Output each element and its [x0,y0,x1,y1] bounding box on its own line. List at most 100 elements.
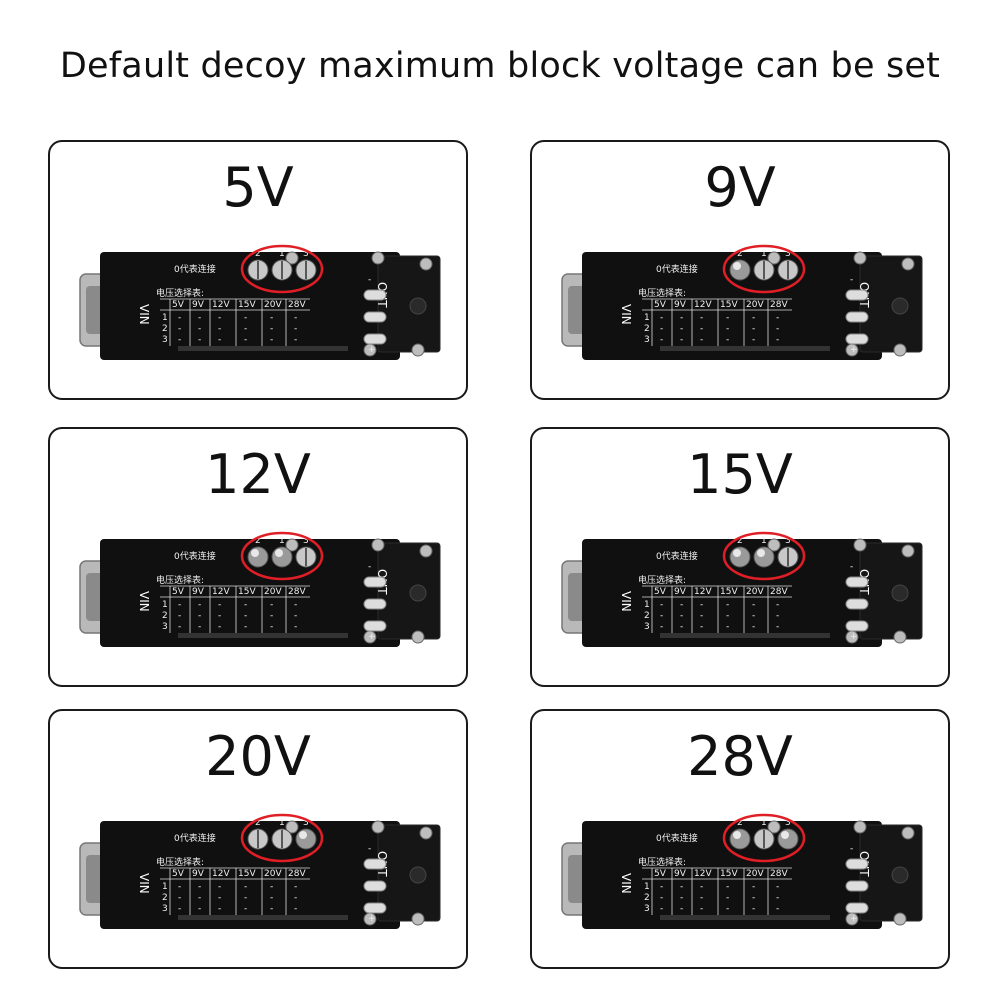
table-column-header: 20V [746,300,764,310]
table-cell: - [680,324,683,334]
table-row-label: 3 [644,622,650,632]
screw-icon [767,820,781,834]
pad-number: 1 [279,536,285,546]
pcb-body [582,821,882,929]
table-column-header: 5V [172,300,185,310]
solder-pad-bridged [729,546,751,568]
table-column-header: 15V [238,300,256,310]
output-pad [845,902,869,914]
voltage-label: 20V [205,725,311,788]
table-cell: - [660,313,663,323]
output-pad [363,858,387,870]
screw-icon [893,343,907,357]
output-pad [363,902,387,914]
table-cell: - [660,335,663,345]
table-column-header: 28V [288,869,306,879]
output-terminal-block [859,542,923,640]
silk-table-caption: 电压选择表: [638,287,686,299]
highlight-circle [722,813,806,863]
table-column-header: 9V [192,300,205,310]
silk-header: 0代表连接 [656,550,698,562]
table-column-header: 9V [674,300,687,310]
pad-number: 1 [761,536,767,546]
table-cell: - [700,882,703,892]
highlight-circle [722,244,806,294]
highlight-circle [240,244,324,294]
pad-number: 1 [761,249,767,259]
voltage-card-9v: 9V VINOUT+-0代表连接电压选择表:5V9V12V15V20V28V1-… [530,140,950,400]
silk-table-caption: 电压选择表: [156,574,204,586]
table-cell: - [270,882,273,892]
screw-icon [285,820,299,834]
table-cell: - [244,622,247,632]
table-column-header: 28V [770,869,788,879]
table-cell: - [294,335,297,345]
table-cell: - [294,313,297,323]
silk-table-caption: 电压选择表: [638,574,686,586]
table-cell: - [726,893,729,903]
table-cell: - [776,904,779,914]
output-pad [363,880,387,892]
table-row-label: 2 [162,611,168,621]
solder-highlight [299,831,307,839]
table-column-header: 12V [694,300,712,310]
silk-header: 0代表连接 [656,832,698,844]
pad-number: 3 [303,818,309,828]
solder-highlight [733,262,741,270]
table-column-header: 20V [264,869,282,879]
voltage-card-5v: 5V VINOUT+-0代表连接电压选择表:5V9V12V15V20V28V1-… [48,140,468,400]
table-cell: - [294,893,297,903]
table-row-label: 3 [162,622,168,632]
screw-icon [767,251,781,265]
voltage-label: 12V [205,443,311,506]
table-cell: - [244,324,247,334]
table-cell: - [198,313,201,323]
minus-label: - [850,275,853,285]
output-pad [845,880,869,892]
table-column-header: 15V [238,587,256,597]
pcb-board-image: VINOUT+-0代表连接电压选择表:5V9V12V15V20V28V1----… [560,803,930,943]
pcb-trace [178,346,348,351]
output-terminal-block [377,255,441,353]
table-cell: - [244,904,247,914]
table-row-label: 1 [162,600,168,610]
table-column-header: 15V [238,869,256,879]
table-cell: - [726,611,729,621]
table-cell: - [198,611,201,621]
output-pad [845,311,869,323]
table-cell: - [270,893,273,903]
table-cell: - [680,882,683,892]
table-cell: - [680,600,683,610]
voltage-card-28v: 28V VINOUT+-0代表连接电压选择表:5V9V12V15V20V28V1… [530,709,950,969]
solder-pad-bridged [247,546,269,568]
vin-label: VIN [137,591,151,612]
table-cell: - [752,313,755,323]
output-terminal-block [859,255,923,353]
pcb-svg: VINOUT+-0代表连接电压选择表:5V9V12V15V20V28V1----… [561,813,923,929]
screw-icon [419,257,433,271]
output-pad [363,311,387,323]
table-column-header: 20V [264,300,282,310]
table-cell: - [270,335,273,345]
table-cell: - [178,335,181,345]
table-cell: - [270,600,273,610]
silk-header: 0代表连接 [656,263,698,275]
pcb-board-image: VINOUT+-0代表连接电压选择表:5V9V12V15V20V28V1----… [560,234,930,374]
table-cell: - [776,335,779,345]
solder-pad-bridged [753,546,775,568]
table-row-label: 2 [644,611,650,621]
solder-highlight [733,549,741,557]
table-cell: - [752,882,755,892]
table-row-label: 1 [162,313,168,323]
solder-pad-bridged [777,828,799,850]
screw-icon [853,820,867,834]
table-cell: - [700,335,703,345]
output-pad [363,289,387,301]
output-pad [363,620,387,632]
highlight-circle [240,531,324,581]
table-cell: - [270,611,273,621]
voltage-label: 5V [222,156,294,219]
table-cell: - [218,313,221,323]
pcb-trace [660,915,830,920]
table-column-header: 15V [720,300,738,310]
